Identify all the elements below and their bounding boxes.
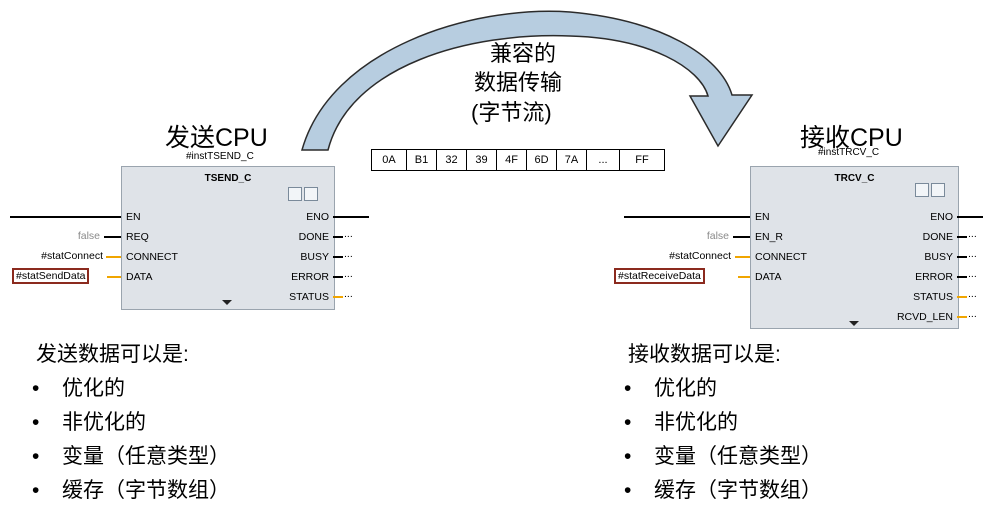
connect-param: #statConnect: [41, 250, 103, 262]
byte-cell: 0A: [372, 150, 407, 171]
busy-ellipsis: ...: [344, 248, 353, 260]
error-wire: [333, 276, 343, 278]
error-ellipsis: ...: [968, 268, 977, 280]
busy-wire: [957, 256, 967, 258]
byte-cell: 39: [467, 150, 497, 171]
pin-busy: BUSY: [300, 251, 329, 263]
send-heading: 发送数据可以是:: [36, 343, 189, 366]
data-wire: [107, 276, 121, 278]
done-ellipsis: ...: [344, 228, 353, 240]
pin-rcvd-len: RCVD_LEN: [896, 311, 953, 323]
receive-data-param[interactable]: #statReceiveData: [614, 268, 705, 284]
diagnostics-icon[interactable]: [931, 183, 945, 197]
busy-ellipsis: ...: [968, 248, 977, 260]
arrow-label-line3: (字节流): [471, 100, 552, 125]
pin-data: DATA: [755, 271, 782, 283]
library-icon[interactable]: [915, 183, 929, 197]
expand-arrow-icon[interactable]: [849, 321, 859, 326]
send-data-param[interactable]: #statSendData: [11, 268, 90, 284]
pin-eno: ENO: [306, 211, 329, 223]
done-wire: [333, 236, 343, 238]
byte-cell: 7A: [557, 150, 587, 171]
eno-wire: [333, 216, 369, 218]
pin-error: ERROR: [291, 271, 329, 283]
status-wire: [333, 296, 343, 298]
rcvd-len-wire: [957, 316, 967, 318]
req-param: false: [77, 230, 100, 242]
library-icon[interactable]: [288, 187, 302, 201]
trcv-c-block[interactable]: TRCV_C EN EN_R CONNECT DATA ENO DONE BUS…: [750, 166, 959, 329]
block-name: TRCV_C: [834, 173, 875, 184]
pin-connect: CONNECT: [126, 251, 178, 263]
done-wire: [957, 236, 967, 238]
expand-arrow-icon[interactable]: [222, 300, 232, 305]
diagnostics-icon[interactable]: [304, 187, 318, 201]
pin-done: DONE: [922, 231, 953, 243]
send-cpu-title: 发送CPU: [165, 124, 268, 152]
send-item: •缓存（字节数组）: [32, 479, 230, 502]
recv-cpu-title: 接收CPU: [800, 124, 903, 152]
recv-instance-name: #instTRCV_C: [818, 147, 880, 158]
connect-wire: [106, 256, 121, 258]
pin-status: STATUS: [913, 291, 953, 303]
data-wire: [738, 276, 750, 278]
pin-connect: CONNECT: [755, 251, 807, 263]
recv-item: •非优化的: [624, 411, 738, 434]
busy-wire: [333, 256, 343, 258]
error-ellipsis: ...: [344, 268, 353, 280]
byte-cell: 4F: [497, 150, 527, 171]
block-name: TSEND_C: [204, 173, 252, 184]
status-ellipsis: ...: [968, 288, 977, 300]
send-item: •变量（任意类型）: [32, 445, 230, 468]
pin-req: REQ: [126, 231, 149, 243]
status-wire: [957, 296, 967, 298]
recv-item: •缓存（字节数组）: [624, 479, 822, 502]
pin-eno: ENO: [930, 211, 953, 223]
error-wire: [957, 276, 967, 278]
send-item: •优化的: [32, 377, 125, 400]
arrow-label-line1: 兼容的: [490, 41, 557, 66]
req-wire: [104, 236, 121, 238]
byte-cell: ...: [587, 150, 620, 171]
byte-stream: 0A B1 32 39 4F 6D 7A ... FF: [371, 149, 665, 171]
tsend-c-block[interactable]: TSEND_C EN REQ CONNECT DATA ENO DONE BUS…: [121, 166, 335, 310]
recv-item: •变量（任意类型）: [624, 445, 822, 468]
arrow-label-line2: 数据传输: [474, 70, 563, 95]
en-wire: [624, 216, 750, 218]
en-r-wire: [733, 236, 750, 238]
status-ellipsis: ...: [344, 288, 353, 300]
pin-en: EN: [126, 211, 141, 223]
byte-cell: 32: [437, 150, 467, 171]
pin-en-r: EN_R: [755, 231, 784, 243]
pin-done: DONE: [298, 231, 329, 243]
en-wire: [10, 216, 121, 218]
recv-heading: 接收数据可以是:: [628, 343, 781, 366]
eno-wire: [957, 216, 983, 218]
send-item: •非优化的: [32, 411, 146, 434]
pin-error: ERROR: [915, 271, 953, 283]
byte-cell: B1: [407, 150, 437, 171]
byte-cell: FF: [620, 150, 665, 171]
done-ellipsis: ...: [968, 228, 977, 240]
pin-data: DATA: [126, 271, 153, 283]
send-instance-name: #instTSEND_C: [186, 151, 254, 162]
connect-param: #statConnect: [669, 250, 731, 262]
connect-wire: [735, 256, 750, 258]
pin-en: EN: [755, 211, 770, 223]
recv-item: •优化的: [624, 377, 717, 400]
byte-cell: 6D: [527, 150, 557, 171]
rcvd-len-ellipsis: ...: [968, 308, 977, 320]
pin-status: STATUS: [289, 291, 329, 303]
pin-busy: BUSY: [924, 251, 953, 263]
en-r-param: false: [706, 230, 729, 242]
